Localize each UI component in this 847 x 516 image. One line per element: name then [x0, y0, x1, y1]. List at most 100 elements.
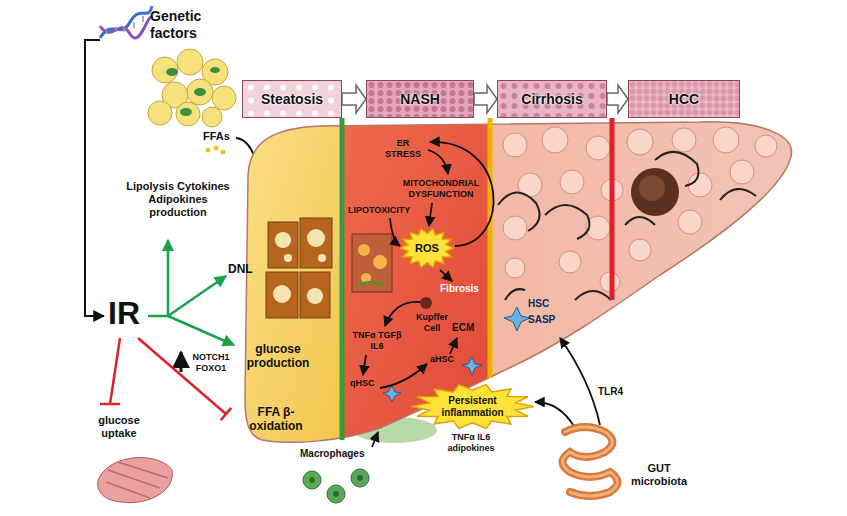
adipose-tissue — [187, 79, 213, 105]
liver — [713, 127, 739, 153]
liver — [240, 110, 810, 450]
liver — [498, 192, 540, 231]
cells — [504, 307, 530, 331]
liver — [678, 210, 702, 234]
macrophages — [303, 469, 369, 503]
macrophages — [357, 475, 363, 481]
starburst-shape — [411, 385, 534, 429]
gut — [563, 427, 618, 496]
liver — [503, 216, 527, 240]
stage-lines — [610, 118, 615, 300]
molecule-label: FFAs — [203, 130, 230, 143]
liver — [575, 291, 611, 300]
stage-lines — [340, 118, 345, 440]
adipose-tissue — [206, 148, 211, 153]
hepatocytes — [373, 255, 387, 269]
condition-label: IR — [108, 294, 140, 332]
cells — [383, 297, 530, 402]
pathway-arrows — [560, 338, 600, 425]
process-label: Fibrosis — [440, 283, 479, 295]
pathway-arrows — [380, 364, 427, 388]
adipose-tissue — [176, 102, 200, 126]
adipose-tissue — [177, 49, 203, 75]
liver — [240, 110, 810, 450]
liver — [542, 127, 568, 153]
adipose-tissue — [212, 86, 236, 110]
process-label: glucose production — [238, 342, 318, 371]
process-label: SASP — [528, 314, 555, 326]
hepatocytes — [284, 254, 292, 262]
node-text: Steatosis — [261, 91, 323, 107]
liver — [245, 122, 792, 442]
liver — [505, 289, 525, 300]
liver — [586, 136, 610, 160]
cells — [420, 297, 432, 309]
adipose-tissue — [148, 101, 172, 125]
hepatocytes — [352, 234, 392, 292]
adipose-tissue — [194, 88, 206, 96]
process-label: Lipolysis Cytokines Adipokines productio… — [122, 180, 234, 220]
adipose-tissue — [166, 68, 178, 76]
ir-arrows — [138, 338, 231, 420]
pathway-arrows — [535, 402, 575, 428]
liver — [503, 127, 777, 292]
stage-box: HCC — [628, 80, 740, 118]
dna-helix — [106, 16, 143, 34]
node-text: HCC — [669, 91, 699, 107]
ir-arrows — [100, 240, 234, 420]
node-text: Persistent inflammation — [437, 395, 508, 418]
genetic-bracket — [85, 40, 104, 316]
liver — [755, 135, 777, 157]
process-label: DNL — [228, 262, 253, 276]
pathway-arrows — [363, 142, 600, 447]
hepatocytes — [358, 282, 384, 286]
pathway-arrows — [385, 302, 420, 326]
ir-arrows — [168, 316, 234, 345]
stress-label: MITOCHONDRIAL DYSFUNCTION — [398, 178, 484, 200]
dna-helix — [100, 6, 152, 38]
hepatocytes — [307, 288, 323, 304]
liver — [688, 173, 712, 197]
factor-label: Genetic factors — [150, 8, 228, 42]
ir-arrows — [180, 352, 183, 372]
liver — [629, 239, 651, 261]
node-text: ROS — [415, 242, 439, 255]
starburst-shape — [400, 229, 454, 268]
matrix-label: ECM — [452, 322, 474, 334]
liver — [627, 129, 653, 155]
macrophages — [309, 477, 315, 483]
liver — [625, 217, 655, 225]
organ-label: GUT microbiota — [628, 462, 690, 488]
macrophages — [327, 485, 345, 503]
macrophages — [351, 469, 369, 487]
adipose-tissue — [152, 57, 178, 83]
node-text: Cirrhosis — [521, 91, 582, 107]
macrophages — [303, 471, 321, 489]
hepatocytes — [307, 229, 325, 247]
pathway-arrows — [450, 338, 457, 354]
receptor-label: TLR4 — [598, 386, 623, 398]
liver — [240, 110, 342, 450]
cell-label: qHSC — [350, 378, 375, 389]
burst-node: ROS — [400, 228, 454, 268]
stage-lines — [488, 118, 493, 378]
adipose-tissue — [202, 107, 222, 127]
genetic-bracket — [85, 40, 104, 316]
hepatocytes — [358, 244, 370, 256]
hepatocytes — [268, 222, 298, 268]
pathway-arrows — [440, 270, 452, 281]
muscle — [98, 458, 173, 503]
ir-arrows — [168, 276, 226, 316]
stage-arrow — [342, 85, 366, 113]
stage-lines — [342, 118, 612, 440]
adipose-tissue — [214, 146, 219, 151]
adipose-tissue — [148, 49, 264, 218]
cytokine-label: TNFα IL6 adipokines — [440, 432, 502, 454]
stage-box: NASH — [366, 80, 474, 118]
hepatocytes — [318, 254, 326, 262]
liver — [720, 189, 756, 200]
pathway-arrows — [428, 150, 448, 174]
stress-label: LIPOTOXICITY — [348, 205, 410, 216]
liver — [559, 251, 581, 273]
